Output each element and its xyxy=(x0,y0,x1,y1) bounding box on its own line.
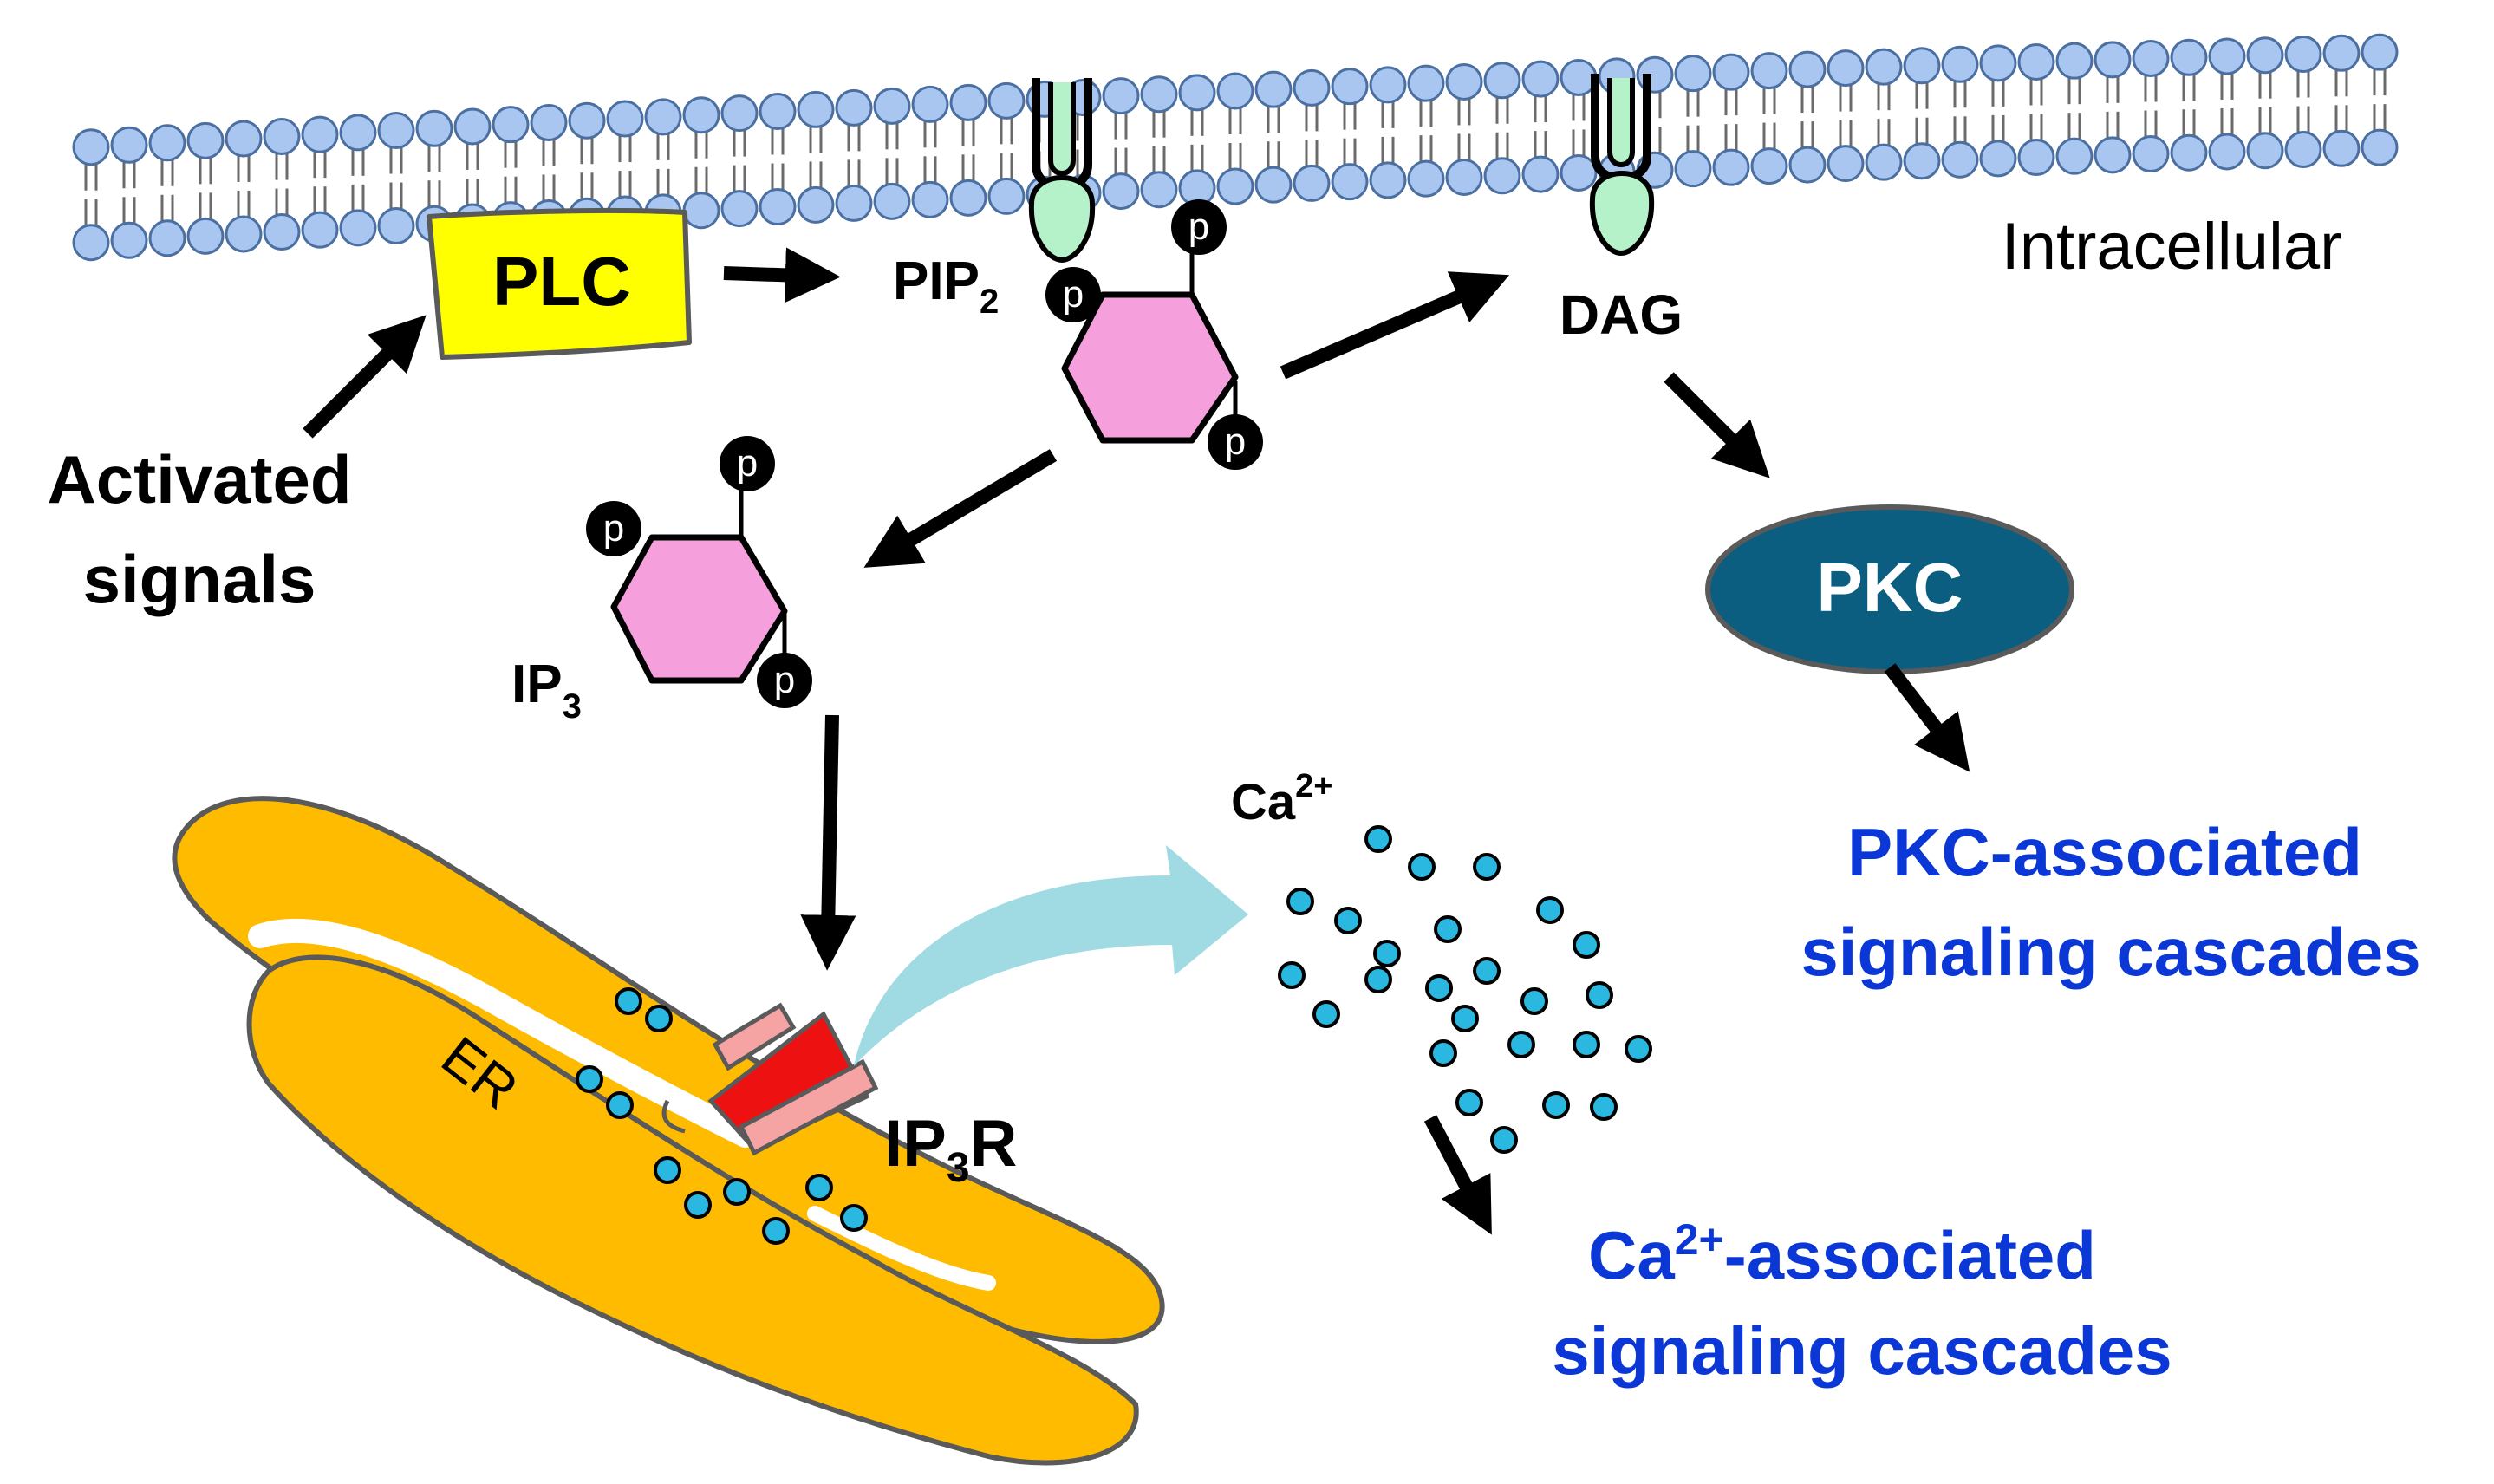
pip2-phosphate-top: p xyxy=(1171,199,1227,255)
pkc-cascade-line1: PKC-associated xyxy=(1847,814,2362,890)
dag-anchor xyxy=(1589,74,1655,257)
plc-enzyme: PLC xyxy=(427,207,692,360)
pkc-label: PKC xyxy=(1817,549,1963,626)
svg-text:p: p xyxy=(1225,420,1246,463)
arrow-plc-to-pip2 xyxy=(723,247,841,303)
pip2-phosphate-left: p xyxy=(1045,267,1101,322)
ip3-molecule: p p p xyxy=(586,436,812,708)
calcium-release-arrow xyxy=(854,845,1248,1066)
ip3-phosphate-right: p xyxy=(757,653,812,708)
ca-label: Ca2+ xyxy=(1231,768,1332,830)
activated-signals-line2: signals xyxy=(83,541,316,617)
svg-text:p: p xyxy=(774,659,795,701)
er-calcium-ions xyxy=(576,987,868,1245)
arrow-dag-to-pkc xyxy=(1664,372,1770,478)
activated-signals-line1: Activated xyxy=(47,441,351,517)
pip2-label: PIP2 xyxy=(893,251,999,321)
pip2-inositol-ring: p p p xyxy=(1045,199,1263,470)
ip3r-channel xyxy=(707,1002,879,1156)
arrow-ip3-to-ip3r xyxy=(800,714,856,971)
ip3-label: IP3 xyxy=(511,654,582,726)
pathway-arrows xyxy=(303,247,1970,1235)
arrow-pkc-to-cascade xyxy=(1884,663,1970,772)
pkc-enzyme: PKC xyxy=(1705,504,2074,674)
ip3r-label: IP3R xyxy=(884,1107,1017,1191)
ip3-phosphate-top: p xyxy=(720,436,775,491)
svg-text:p: p xyxy=(1188,205,1209,248)
ca-cascade-line1: Ca2+-associated xyxy=(1588,1215,2096,1293)
arrow-pip2-to-ip3 xyxy=(863,449,1058,568)
pip2-phosphate-right: p xyxy=(1208,414,1263,470)
plc-label: PLC xyxy=(492,243,631,320)
cytosolic-calcium-ions xyxy=(1278,825,1652,1154)
arrow-ca-to-cascade xyxy=(1423,1115,1492,1235)
arrow-pip2-to-dag xyxy=(1280,271,1510,380)
ip3-phosphate-left: p xyxy=(586,501,641,556)
svg-text:p: p xyxy=(1063,273,1084,316)
pkc-cascade-line2: signaling cascades xyxy=(1800,914,2420,990)
arrow-signals-to-plc xyxy=(303,315,427,439)
intracellular-label: Intracellular xyxy=(2002,210,2342,283)
pip2-anchor xyxy=(1028,78,1096,264)
dag-label: DAG xyxy=(1560,283,1683,346)
ca-cascade-line2: signaling cascades xyxy=(1552,1312,2172,1389)
svg-text:p: p xyxy=(603,507,624,550)
svg-text:p: p xyxy=(737,442,758,485)
